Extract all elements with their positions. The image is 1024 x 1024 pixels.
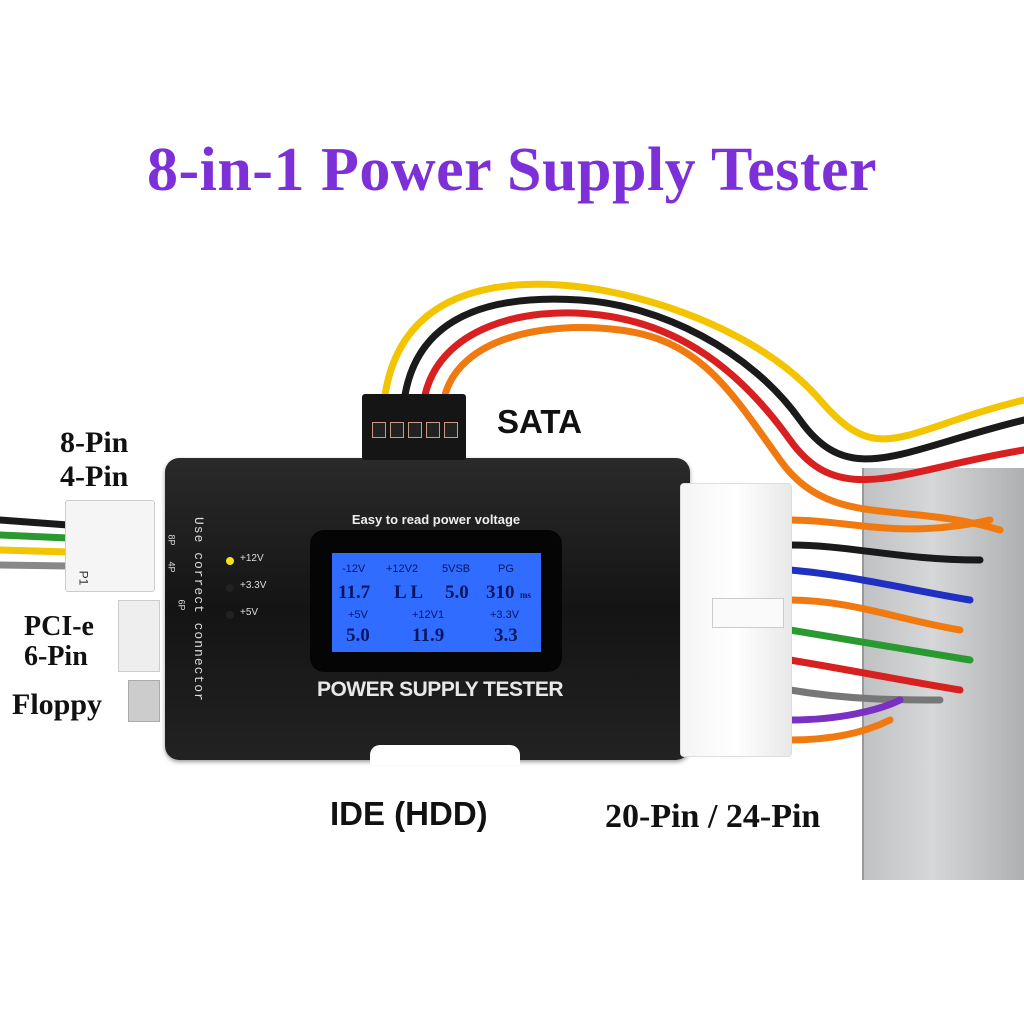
lcd-unit: ms: [520, 590, 531, 600]
lcd-value: 310: [486, 582, 515, 603]
atx-wire-6: [786, 656, 964, 694]
lcd-header: 5VSB: [442, 563, 471, 575]
tagline: Easy to read power voltage: [351, 512, 521, 527]
eps-wire-2: [0, 531, 72, 542]
sata-wire-yellow: [381, 280, 1024, 443]
sata-connector: [362, 394, 466, 460]
pcie-connector: [118, 600, 160, 672]
callout-pcie: PCI-e: [24, 611, 94, 642]
led-label-5v: +5V: [240, 607, 259, 618]
callout-4pin: 4-Pin: [60, 460, 129, 493]
led-12v: [226, 557, 234, 565]
atx-wire-2: [786, 541, 984, 564]
atx-wire-5: [786, 626, 974, 664]
eps-wire-1: [0, 516, 72, 529]
eps-wire-3: [0, 546, 72, 556]
lcd-header: PG: [498, 563, 514, 575]
led-3v3: [226, 584, 234, 592]
callout-atx: 20-Pin / 24-Pin: [605, 798, 821, 835]
atx-wire-7: [786, 686, 944, 704]
sata-wire-orange: [441, 324, 1004, 534]
lcd-header: +5V: [348, 609, 368, 621]
mark-6p: 6P: [176, 599, 187, 611]
callout-floppy: Floppy: [12, 688, 103, 721]
atx-wire-9: [786, 716, 894, 744]
page-title: 8-in-1 Power Supply Tester: [146, 136, 878, 204]
brand-label: POWER SUPPLY TESTER: [316, 678, 564, 701]
lcd-value: L L: [394, 582, 424, 603]
callout-ide: IDE (HDD): [330, 795, 488, 832]
sata-pin: [426, 422, 440, 438]
side-instruction: Use correct connector: [191, 517, 206, 702]
lcd-value: 3.3: [494, 625, 518, 646]
eps-wire-4: [0, 561, 72, 570]
eps-8pin-connector: P1: [65, 500, 155, 592]
led-label-3v3: +3.3V: [240, 580, 267, 591]
callout-sata: SATA: [497, 403, 582, 440]
callout-8pin: 8-Pin: [60, 426, 129, 459]
sata-wire-red: [421, 309, 1024, 484]
floppy-connector: [128, 680, 160, 722]
lcd-header: -12V: [342, 563, 366, 575]
lcd-value: 5.0: [346, 625, 370, 646]
sata-pin: [372, 422, 386, 438]
sata-wire-black: [401, 295, 1024, 463]
lcd-header: +3.3V: [490, 609, 520, 621]
lcd-header: +12V1: [412, 609, 445, 621]
sata-pin: [444, 422, 458, 438]
atx-wire-4: [786, 596, 964, 634]
lcd-value: 11.9: [412, 625, 445, 646]
mark-8p: 8P: [166, 534, 177, 546]
lcd-screen: -12V +12V2 5VSB PG 11.7 L L 5.0 310 ms +…: [332, 553, 541, 652]
callout-6pin: 6-Pin: [24, 641, 88, 672]
sata-pin: [390, 422, 404, 438]
led-label-12v: +12V: [240, 553, 264, 564]
sata-pin: [408, 422, 422, 438]
mark-4p: 4P: [166, 561, 177, 573]
atx-wire-1: [786, 516, 994, 533]
lcd-header: +12V2: [386, 563, 419, 575]
lcd-value: 5.0: [445, 582, 469, 603]
atx-wire-3: [786, 566, 974, 604]
lcd-value: 11.7: [338, 582, 371, 603]
atx-wire-8: [786, 696, 904, 724]
connector-label: P1: [76, 570, 91, 586]
ide-port: [370, 745, 520, 765]
led-5v: [226, 611, 234, 619]
atx-latch: [712, 598, 784, 628]
